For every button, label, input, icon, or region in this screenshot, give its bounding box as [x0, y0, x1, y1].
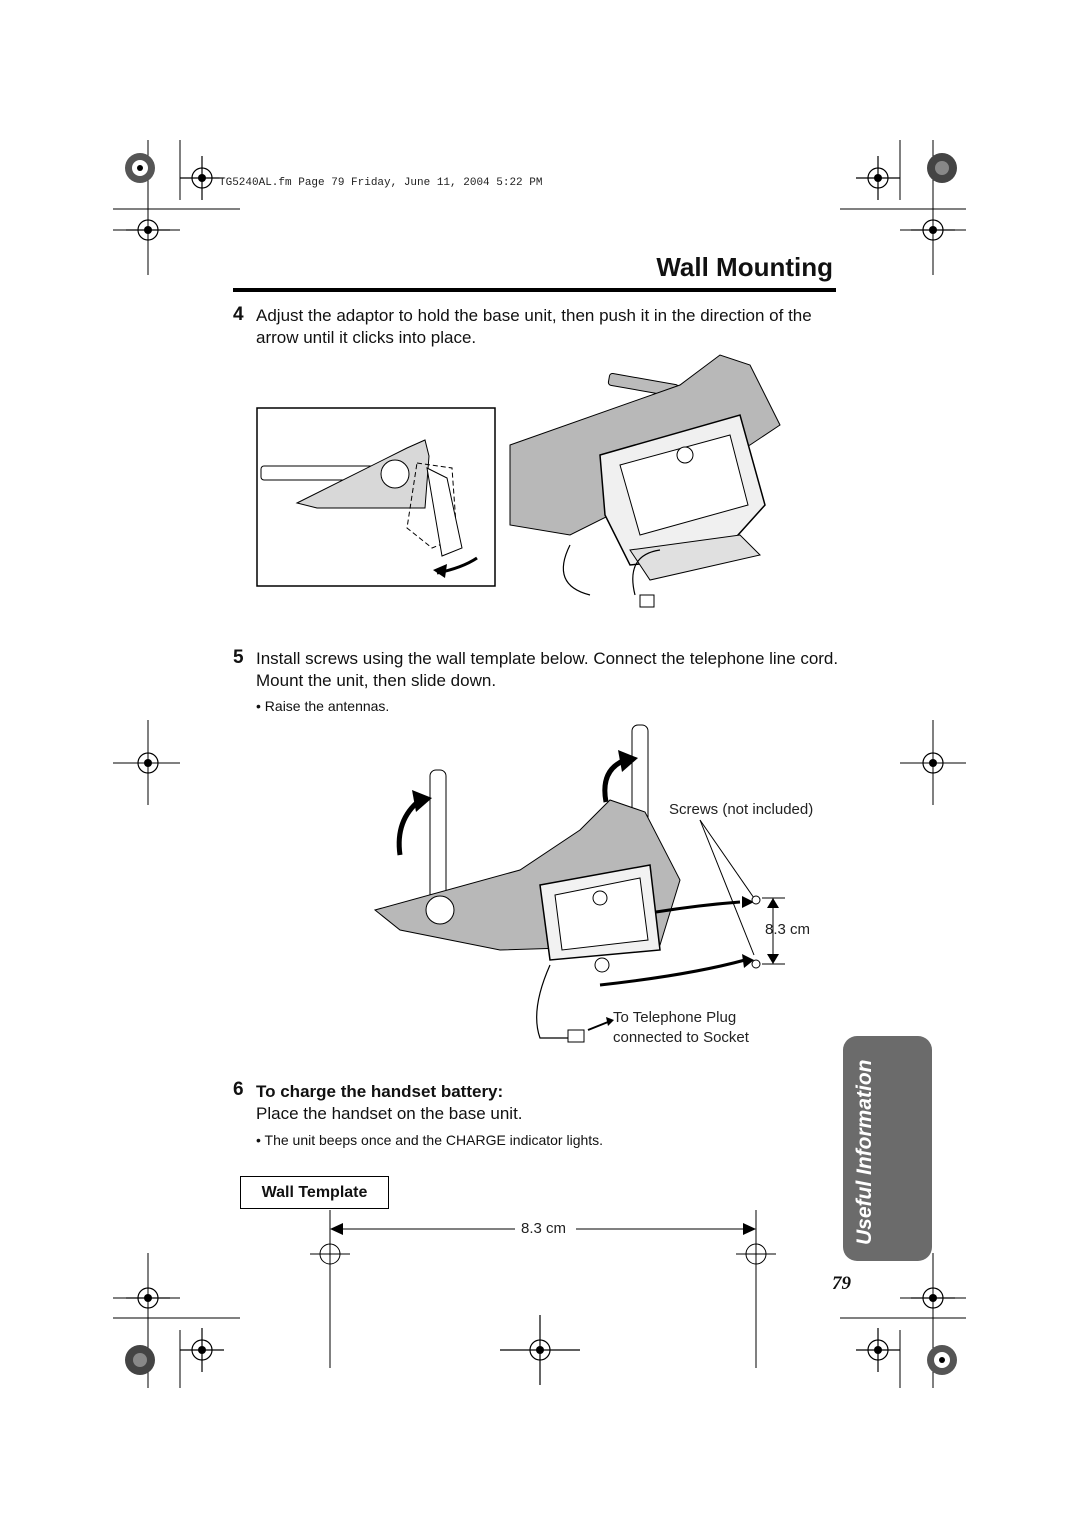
- step-5-text: Install screws using the wall template b…: [256, 649, 839, 690]
- side-tab-label: Useful Information: [853, 1059, 876, 1245]
- useful-information-tab: [843, 1036, 932, 1261]
- screws-label: Screws (not included): [669, 801, 814, 818]
- step-6-heading: To charge the handset battery:: [256, 1082, 504, 1101]
- step-4-number: 4: [233, 304, 244, 325]
- step-5-bullet: • Raise the antennas.: [256, 698, 390, 714]
- wall-template-guide: [310, 1210, 776, 1368]
- plug-label-line2: connected to Socket: [613, 1029, 749, 1046]
- base-unit-adaptor-illustration: [509, 354, 781, 608]
- template-spacing-label: 8.3 cm: [521, 1220, 567, 1237]
- page-number: 79: [832, 1273, 851, 1294]
- plug-label-line1: To Telephone Plug: [613, 1009, 737, 1026]
- title-rule: [233, 288, 836, 292]
- step-6-number: 6: [233, 1079, 244, 1100]
- page-title: Wall Mounting: [656, 252, 833, 282]
- step-5-number: 5: [233, 647, 244, 668]
- file-meta-header: TG5240AL.fm Page 79 Friday, June 11, 200…: [219, 177, 543, 189]
- step-6-text: Place the handset on the base unit.: [256, 1104, 523, 1123]
- wall-mounting-illustration: [373, 724, 785, 1043]
- adaptor-inset-illustration: [256, 407, 496, 587]
- screw-spacing-label: 8.3 cm: [765, 921, 811, 938]
- wall-template-title: Wall Template: [240, 1176, 389, 1209]
- step-6-bullet: • The unit beeps once and the CHARGE ind…: [256, 1132, 604, 1148]
- step-4-text: Adjust the adaptor to hold the base unit…: [256, 306, 812, 347]
